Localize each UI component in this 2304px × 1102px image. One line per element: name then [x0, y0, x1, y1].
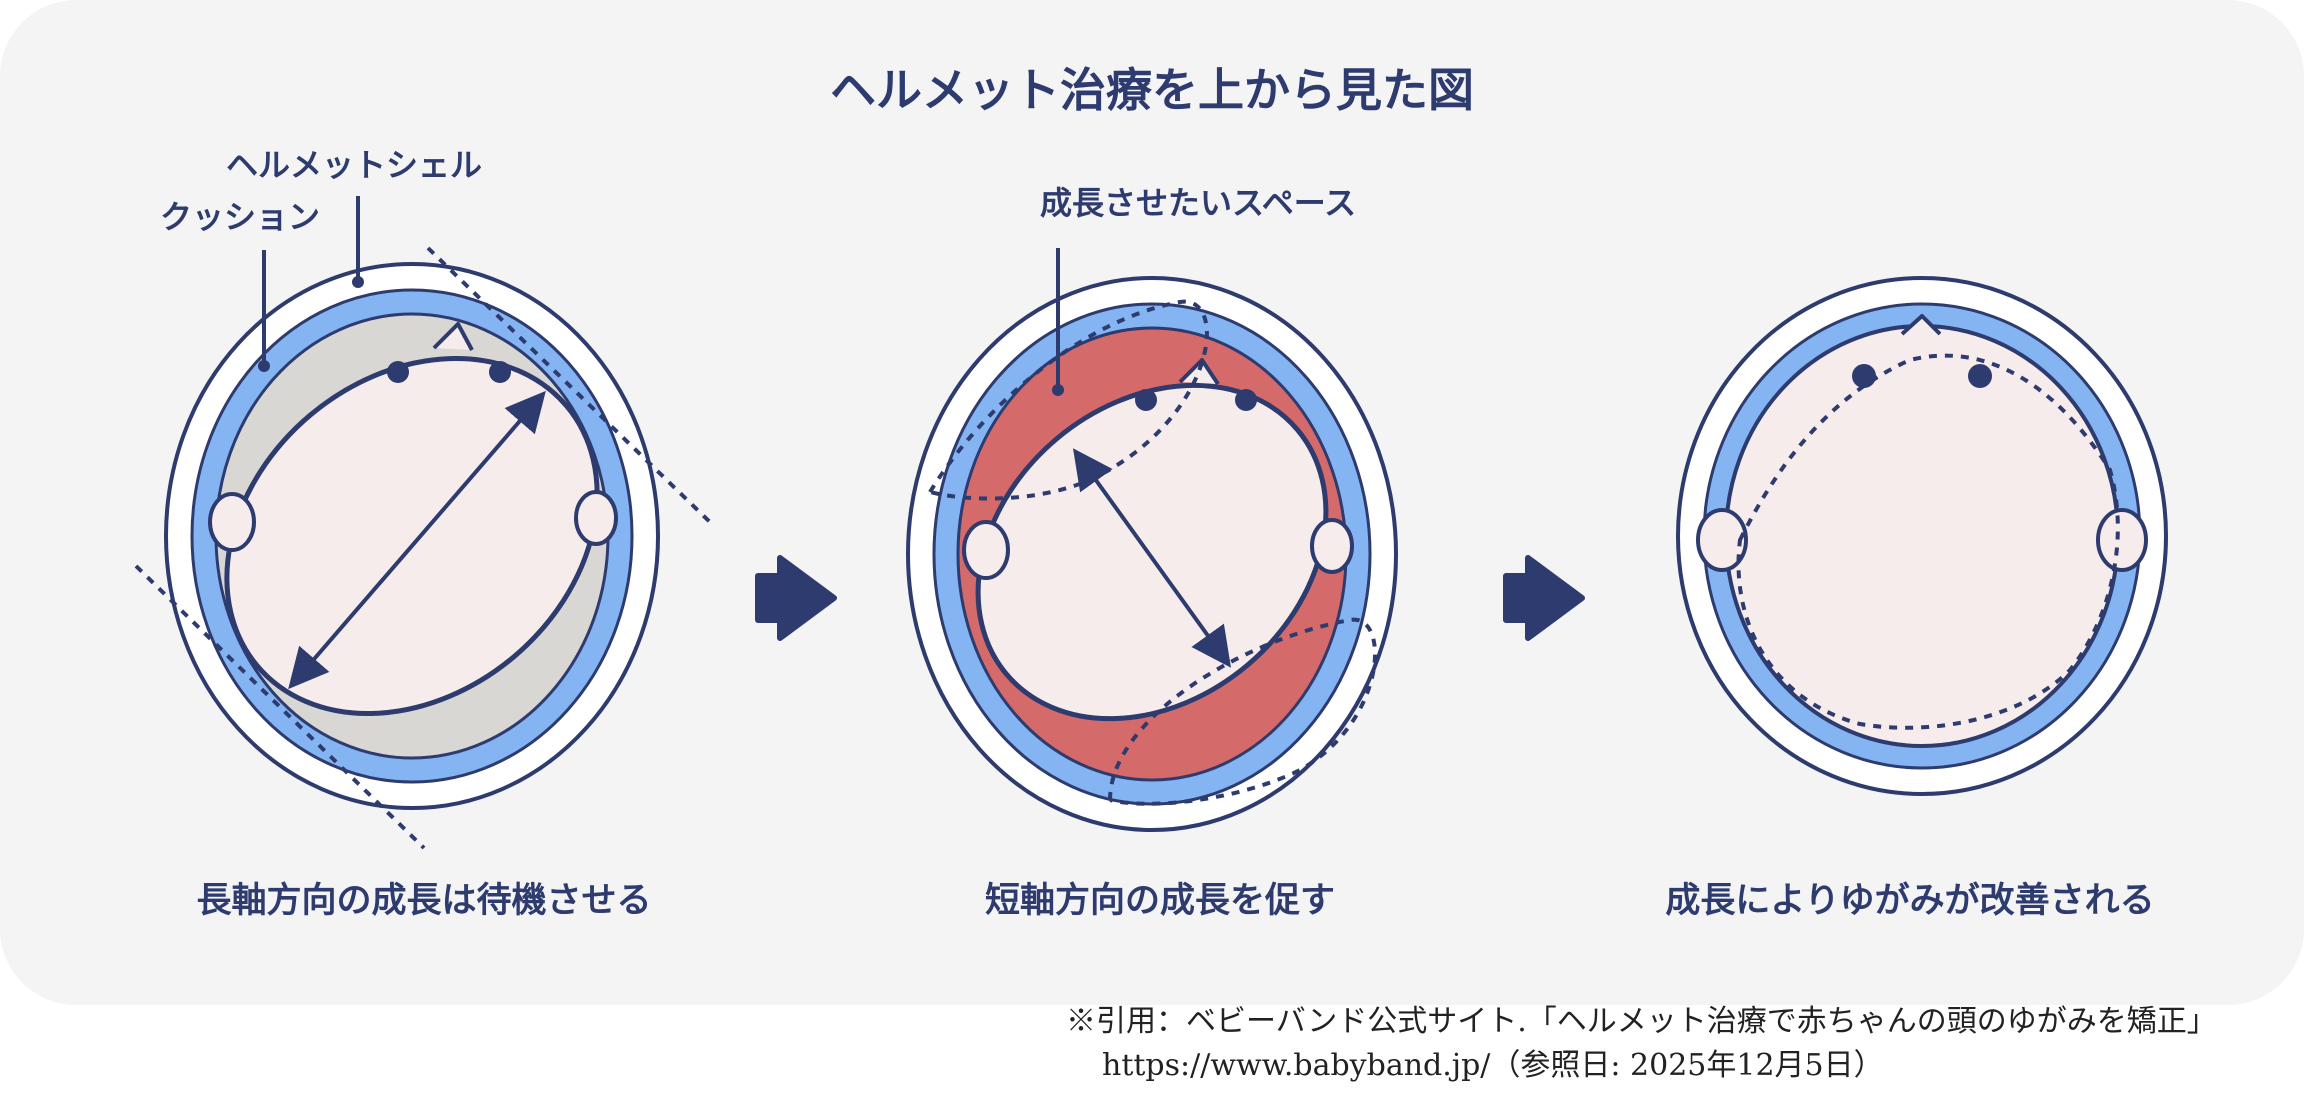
- page-title: ヘルメット治療を上から見た図: [830, 63, 1474, 117]
- right-arrow-icon: [1503, 555, 1585, 641]
- original-head-outline: [1736, 353, 2120, 730]
- helmet-diagram: ヘルメット治療を上から見た図 ヘルメットシェル クッション 長軸方向の成長は待機…: [134, 63, 2168, 921]
- right-ear: [2096, 508, 2148, 572]
- stage-1-diagram: ヘルメットシェル クッション 長軸方向の成長は待機させる: [134, 146, 716, 921]
- citation: ※引用：ベビーバンド公式サイト.「ヘルメット治療で赤ちゃんの頭のゆがみを矯正」 …: [1066, 1000, 2296, 1088]
- citation-url: https://www.babyband.jp/（参照日: 2025年12月5日…: [1102, 1048, 1884, 1083]
- cushion-label: クッション: [160, 198, 320, 236]
- left-eye: [1135, 389, 1157, 411]
- right-arrow-icon: [755, 555, 837, 641]
- helmet-shell-label: ヘルメットシェル: [226, 146, 482, 184]
- nose: [1900, 314, 1942, 336]
- left-ear: [1696, 508, 1748, 572]
- citation-source: ※引用：ベビーバンド公式サイト.「ヘルメット治療で赤ちゃんの頭のゆがみを矯正」: [1066, 1004, 2217, 1039]
- stage-3-diagram: 成長によりゆがみが改善される: [1665, 276, 2168, 921]
- left-eye: [387, 361, 409, 383]
- right-ear: [1310, 518, 1354, 574]
- stage-2-caption: 短軸方向の成長を促す: [985, 881, 1335, 921]
- left-eye: [1852, 364, 1876, 388]
- short-axis-arrow: [1072, 448, 1232, 668]
- stage-1-caption: 長軸方向の成長は待機させる: [196, 881, 651, 921]
- right-eye: [489, 361, 511, 383]
- limit-line-bottom: [134, 564, 426, 850]
- nose: [432, 322, 474, 351]
- stage-2-diagram: 成長させたいスペース 短軸方向の成長を促す: [906, 184, 1398, 921]
- stage-3-caption: 成長によりゆがみが改善される: [1665, 881, 2154, 921]
- left-ear: [208, 492, 256, 552]
- nose: [1178, 358, 1220, 386]
- right-eye: [1235, 389, 1257, 411]
- left-ear: [962, 520, 1010, 580]
- limit-line-top: [426, 246, 716, 528]
- baby-head: [1724, 324, 2120, 748]
- growth-space-label: 成長させたいスペース: [1040, 184, 1356, 222]
- long-axis-arrow: [288, 390, 546, 690]
- growth-outline-top: [928, 299, 1209, 501]
- right-eye: [1968, 364, 1992, 388]
- right-ear: [574, 490, 618, 546]
